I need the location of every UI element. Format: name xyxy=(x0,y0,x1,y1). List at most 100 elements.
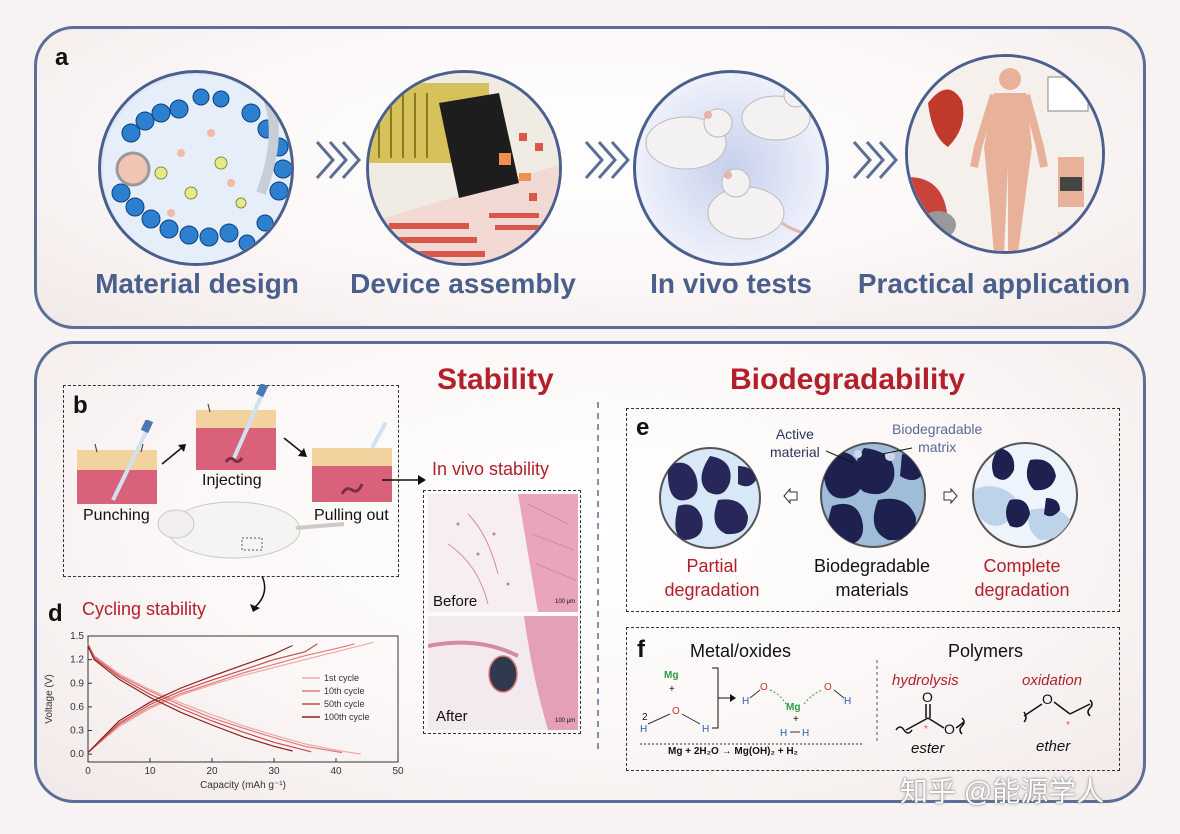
svg-text:O: O xyxy=(824,682,832,693)
after-label: After xyxy=(436,708,468,725)
svg-text:O: O xyxy=(672,706,680,717)
scale-bar-after: 100 μm xyxy=(555,718,576,724)
mg-equation: Mg + 2H₂O → Mg(OH)₂ + H₂ xyxy=(668,746,798,757)
svg-text:Mg: Mg xyxy=(786,702,800,713)
arrow-up-right-icon xyxy=(161,444,186,465)
panel-e-frame xyxy=(626,408,1120,612)
complete-degradation-label: Complete degradation xyxy=(974,556,1070,600)
biodegradable-materials-illustration xyxy=(820,442,926,548)
step-label-pulling-out: Pulling out xyxy=(314,507,389,524)
svg-text:O: O xyxy=(922,690,933,705)
matrix-pointer xyxy=(882,447,913,455)
svg-text:H: H xyxy=(640,724,647,735)
arrow-right-icon xyxy=(382,475,426,485)
series-line-discharge xyxy=(87,645,312,753)
svg-text:*: * xyxy=(924,724,928,735)
partial-degradation-label: Partial degradation xyxy=(664,556,760,600)
legend-entry: 1st cycle xyxy=(324,673,359,683)
legend-entry: 50th cycle xyxy=(324,699,365,709)
x-tick-label: 30 xyxy=(268,766,280,777)
x-axis-label: Capacity (mAh g⁻¹) xyxy=(200,780,286,791)
chart-plot-area xyxy=(87,635,399,763)
before-label: Before xyxy=(433,593,478,610)
biodegradability-heading: Biodegradability xyxy=(730,363,966,396)
y-tick-label: 0.9 xyxy=(70,678,84,689)
y-tick-label: 1.2 xyxy=(70,655,84,666)
skin-punching-illustration xyxy=(77,420,157,504)
series-line-discharge xyxy=(87,645,293,752)
hydrolysis-label: hydrolysis xyxy=(892,672,959,689)
panel-a-label: a xyxy=(55,44,69,71)
chevron-right-icon xyxy=(584,141,631,179)
legend-entry: 10th cycle xyxy=(324,686,365,696)
y-axis-label: Voltage (V) xyxy=(44,674,55,723)
arrow-right-outline-icon xyxy=(943,488,958,504)
svg-text:+: + xyxy=(669,684,675,695)
svg-text:2: 2 xyxy=(642,712,648,723)
mouse-photo xyxy=(157,501,345,559)
arrow-down-right-icon xyxy=(283,437,307,457)
polymers-title: Polymers xyxy=(948,641,1024,661)
x-tick-label: 10 xyxy=(144,766,156,777)
svg-text:+: + xyxy=(793,714,799,725)
skin-injecting-illustration xyxy=(196,384,276,470)
polymer-divider xyxy=(876,660,878,744)
device-assembly-illustration xyxy=(366,70,562,266)
panel-d-label: d xyxy=(48,600,63,627)
svg-text:H: H xyxy=(742,696,749,707)
section-divider xyxy=(597,402,599,752)
panel-c-frame xyxy=(423,490,581,734)
y-tick-label: 0.3 xyxy=(70,726,84,737)
ester-structure: O O * xyxy=(895,690,965,737)
svg-text:O: O xyxy=(1042,692,1053,707)
ether-structure: O * xyxy=(1023,692,1093,731)
ester-label: ester xyxy=(911,740,945,757)
panel-b-label: b xyxy=(73,392,88,419)
partial-degradation-illustration xyxy=(659,447,761,549)
series-line-discharge xyxy=(87,643,343,754)
series-line-charge xyxy=(87,644,293,754)
mg-reaction-scheme: Mg + 2 H O H H O Mg O H + H H xyxy=(640,667,862,745)
series-line-charge xyxy=(87,643,355,754)
y-tick-label: 1.5 xyxy=(70,631,84,642)
stage-label-practical-application: Practical application xyxy=(857,268,1131,299)
y-tick-label: 0.0 xyxy=(70,749,84,760)
metal-oxides-title: Metal/oxides xyxy=(690,641,792,661)
oxidation-label: oxidation xyxy=(1022,672,1083,689)
legend-entry: 100th cycle xyxy=(324,712,370,722)
panel-b-frame xyxy=(63,385,399,577)
svg-text:H: H xyxy=(802,728,809,739)
biodegradable-materials-label: Biodegradable materials xyxy=(813,556,931,600)
x-tick-label: 0 xyxy=(85,766,91,777)
biodegradable-matrix-label: Biodegradable matrix xyxy=(892,421,983,455)
panel-e-label: e xyxy=(636,414,650,441)
skin-pulling-out-illustration xyxy=(312,422,392,502)
series-line-charge xyxy=(87,643,318,754)
ether-label: ether xyxy=(1036,738,1071,755)
complete-degradation-illustration xyxy=(972,442,1078,548)
material-design-illustration xyxy=(98,70,294,266)
svg-text:H: H xyxy=(844,696,851,707)
series-line-discharge xyxy=(87,643,361,755)
stage-label-material-design: Material design xyxy=(95,268,299,299)
watermark: 知乎 @能源学人 xyxy=(900,776,1105,807)
svg-text:O: O xyxy=(944,721,955,737)
stage-label-device-assembly: Device assembly xyxy=(350,268,576,299)
svg-text:H: H xyxy=(780,728,787,739)
step-label-punching: Punching xyxy=(83,507,150,524)
panel-f-frame xyxy=(626,627,1120,771)
chevron-right-icon xyxy=(852,141,899,179)
panel-f-label: f xyxy=(637,636,645,663)
y-tick-label: 0.6 xyxy=(70,702,84,713)
curved-arrow-down-icon xyxy=(250,575,266,612)
svg-text:H: H xyxy=(702,724,709,735)
active-material-label: Active material xyxy=(770,426,820,460)
histology-before-image xyxy=(428,494,578,612)
active-material-pointer xyxy=(826,450,855,464)
svg-text:*: * xyxy=(1066,720,1070,731)
histology-after-image xyxy=(428,616,578,730)
chevron-right-icon xyxy=(315,141,362,179)
arrow-left-icon xyxy=(783,488,798,504)
human-body-illustration xyxy=(905,54,1105,254)
svg-text:Mg: Mg xyxy=(664,670,678,681)
